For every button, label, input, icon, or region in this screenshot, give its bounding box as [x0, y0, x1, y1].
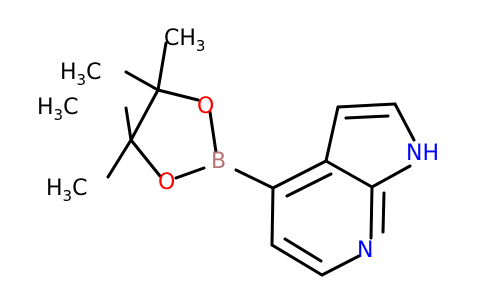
- bond-c-o2: [129, 138, 162, 178]
- bond-methyl-2: [124, 70, 160, 92]
- atom-b: B: [211, 149, 226, 174]
- bond-c2-n1: [393, 102, 416, 142]
- bond-c5-c6: [270, 243, 324, 277]
- bond-n1-c7a: [370, 164, 412, 189]
- atom-o-bottom: O: [158, 170, 175, 195]
- bond-c6-n7: [320, 254, 361, 277]
- bond-c7a-n7: [369, 185, 374, 240]
- bond-c3a-c4-double: [285, 172, 333, 198]
- methyl-label-2: H3C: [60, 60, 101, 89]
- methyl-label-3: H3C: [37, 95, 78, 124]
- bond-c3a-c4: [271, 159, 328, 190]
- methyl-label-1: CH3: [164, 26, 205, 55]
- bond-methyl-1: [156, 41, 168, 92]
- atom-n: N: [357, 238, 373, 263]
- bond-c4-b: [234, 168, 275, 190]
- bond-b-o1: [208, 110, 218, 154]
- atom-o-top: O: [197, 94, 214, 119]
- bond-c3-c2: [336, 102, 397, 109]
- bond-methyl-4: [106, 138, 133, 179]
- bond-c7a-c3a: [324, 159, 374, 189]
- methyl-label-4: H3C: [46, 176, 87, 205]
- atom-nh: NH: [406, 141, 439, 166]
- bonds: [106, 41, 416, 277]
- bond-c3a-c3: [324, 105, 340, 163]
- bond-c3-c2-double: [344, 114, 390, 120]
- bond-c5-c6-double: [283, 237, 323, 263]
- bond-methyl-3: [124, 106, 133, 142]
- bond-c4-c5: [270, 186, 275, 247]
- bond-c-c: [129, 88, 160, 142]
- bond-b-o2: [174, 166, 206, 180]
- bond-o1-c: [156, 88, 200, 102]
- bond-c7a-n7-double: [381, 191, 386, 234]
